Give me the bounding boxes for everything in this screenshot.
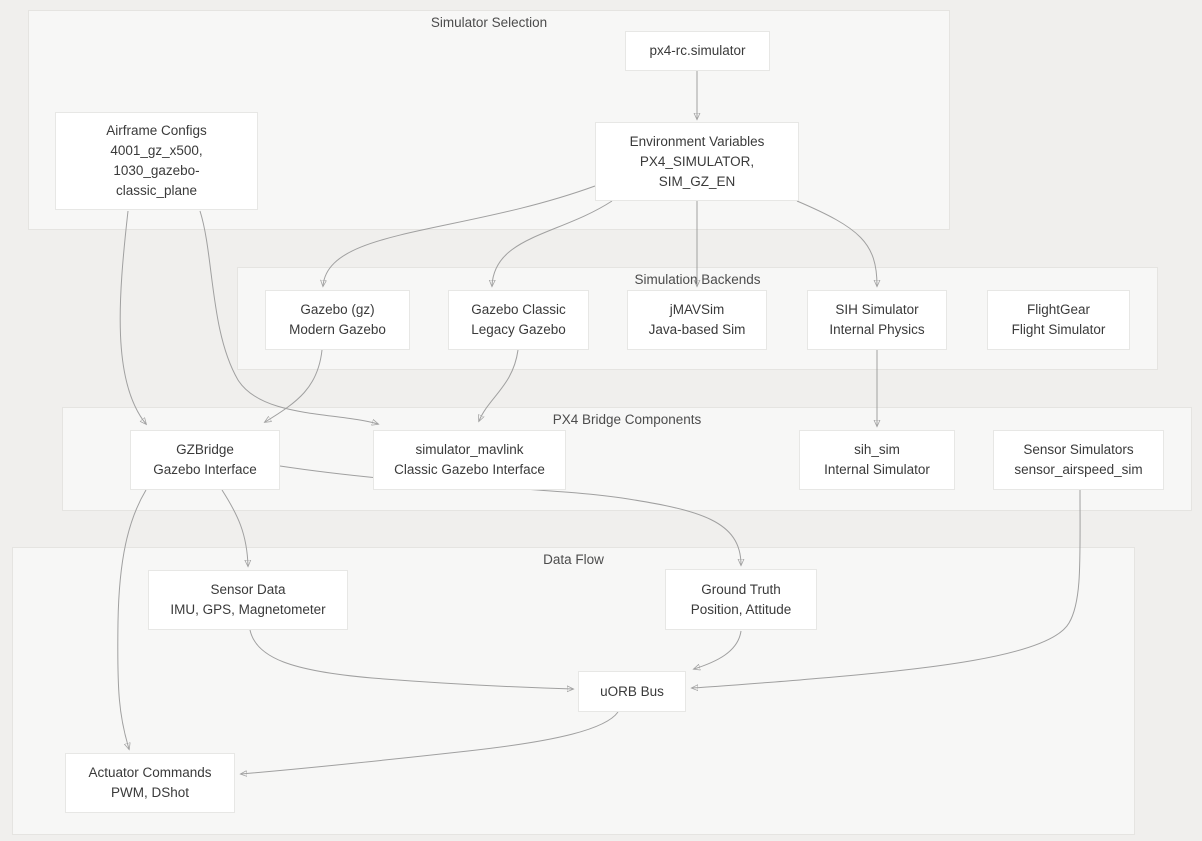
node-jmavsim: jMAVSim Java-based Sim: [627, 290, 767, 350]
node-gazebo-gz-line2: Modern Gazebo: [289, 322, 386, 337]
node-environment-variables-line3: SIM_GZ_EN: [658, 173, 736, 189]
node-flightgear-line2: Flight Simulator: [1011, 322, 1106, 337]
node-uorb-bus-label: uORB Bus: [600, 683, 664, 699]
edge-uorb-to-actuators: [241, 711, 619, 774]
node-gazebo-gz: Gazebo (gz) Modern Gazebo: [265, 290, 410, 350]
node-gazebo-classic-line2: Legacy Gazebo: [471, 322, 566, 337]
edge-envvars-to-gz: [323, 185, 596, 286]
edge-sensordata-to-uorb: [249, 629, 573, 689]
node-gzbridge-line1: GZBridge: [176, 442, 234, 457]
edge-gz-to-gzbridge: [265, 349, 323, 422]
node-actuator-commands-line2: PWM, DShot: [110, 785, 189, 800]
node-flightgear: FlightGear Flight Simulator: [987, 290, 1130, 350]
node-airframe-configs-line4: classic_plane: [115, 183, 198, 198]
edge-airframes-to-gzbridge: [119, 210, 146, 424]
node-px4-rc-simulator-label: px4-rc.simulator: [649, 43, 746, 58]
node-airframe-configs-line1: Airframe Configs: [106, 123, 207, 138]
node-gzbridge: GZBridge Gazebo Interface: [130, 430, 280, 490]
node-environment-variables: Environment Variables PX4_SIMULATOR, SIM…: [595, 122, 799, 201]
group-data-flow-label: Data Flow: [543, 552, 604, 567]
node-gazebo-classic-line1: Gazebo Classic: [471, 302, 566, 317]
edge-gzbridge-to-sensordata: [221, 489, 248, 566]
node-simulator-mavlink-line2: Classic Gazebo Interface: [394, 462, 545, 477]
node-environment-variables-line2: PX4_SIMULATOR,: [639, 153, 755, 169]
node-sih-sim-line2: Internal Simulator: [824, 462, 930, 477]
node-gazebo-gz-line1: Gazebo (gz): [300, 302, 375, 317]
node-sensor-simulators-line1: Sensor Simulators: [1023, 442, 1134, 457]
node-sih-simulator-line1: SIH Simulator: [835, 302, 919, 317]
node-airframe-configs: Airframe Configs 4001_gz_x500, 1030_gaze…: [55, 112, 258, 210]
node-flightgear-line1: FlightGear: [1026, 302, 1091, 317]
node-px4-rc-simulator: px4-rc.simulator: [625, 31, 770, 71]
node-ground-truth-line2: Position, Attitude: [690, 601, 792, 617]
node-airframe-configs-line3: 1030_gazebo-: [113, 163, 200, 178]
node-airframe-configs-line2: 4001_gz_x500,: [110, 143, 203, 158]
node-simulator-mavlink-line1: simulator_mavlink: [415, 442, 524, 457]
edge-gzbridge-to-actuators: [117, 489, 147, 749]
node-sih-simulator: SIH Simulator Internal Physics: [807, 290, 947, 350]
node-environment-variables-line1: Environment Variables: [629, 133, 765, 149]
node-sensor-data: Sensor Data IMU, GPS, Magnetometer: [148, 570, 348, 630]
edge-envvars-to-gzclassic: [492, 200, 613, 286]
node-ground-truth: Ground Truth Position, Attitude: [665, 569, 817, 630]
node-sensor-data-line1: Sensor Data: [210, 582, 286, 597]
node-sih-sim-line1: sih_sim: [854, 442, 900, 457]
edge-groundtruth-to-uorb: [694, 630, 742, 669]
node-actuator-commands-line1: Actuator Commands: [88, 765, 212, 780]
edge-airframes-to-simmavlink: [199, 210, 378, 424]
node-actuator-commands: Actuator Commands PWM, DShot: [65, 753, 235, 813]
node-sensor-data-line2: IMU, GPS, Magnetometer: [170, 602, 326, 617]
node-ground-truth-line1: Ground Truth: [701, 581, 781, 597]
node-sih-simulator-line2: Internal Physics: [829, 322, 925, 337]
node-jmavsim-line2: Java-based Sim: [648, 322, 746, 337]
node-uorb-bus: uORB Bus: [578, 671, 686, 712]
edge-envvars-to-sih: [796, 200, 877, 286]
group-simulator-selection-label: Simulator Selection: [430, 15, 548, 30]
node-sih-sim: sih_sim Internal Simulator: [799, 430, 955, 490]
node-sensor-simulators-line2: sensor_airspeed_sim: [1014, 462, 1143, 477]
node-gzbridge-line2: Gazebo Interface: [153, 462, 257, 477]
edge-gzclassic-to-simmavlink: [479, 349, 519, 421]
node-simulator-mavlink: simulator_mavlink Classic Gazebo Interfa…: [373, 430, 566, 490]
edge-sensorsim-to-uorb: [692, 489, 1081, 688]
group-px4-bridge-components-label: PX4 Bridge Components: [552, 412, 702, 427]
node-jmavsim-line1: jMAVSim: [669, 302, 725, 317]
node-gazebo-classic: Gazebo Classic Legacy Gazebo: [448, 290, 589, 350]
node-sensor-simulators: Sensor Simulators sensor_airspeed_sim: [993, 430, 1164, 490]
